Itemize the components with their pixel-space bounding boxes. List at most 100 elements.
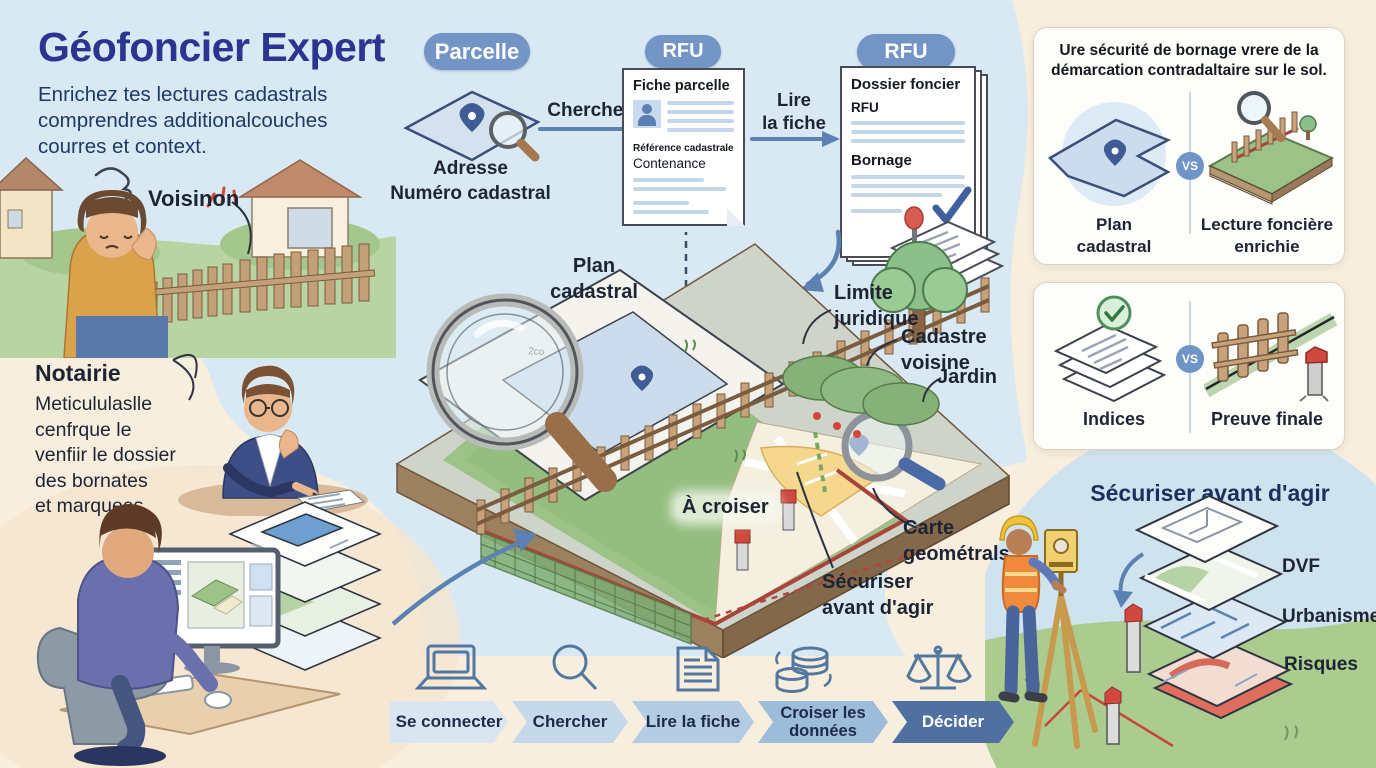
voisine-line: voisine xyxy=(901,352,970,374)
lire-arrow xyxy=(750,131,840,147)
page-corner-fold xyxy=(727,208,745,226)
step-chercher: Chercher xyxy=(512,701,628,743)
house-left xyxy=(0,156,64,259)
isometric-land-scene: 2co xyxy=(391,232,1011,658)
fiche-field-contenance: Contenance xyxy=(633,156,706,171)
mesh-fence xyxy=(480,530,692,646)
parcelle-badge: Parcelle xyxy=(424,33,530,70)
subtitle-line: Enrichez tes lectures cadastrals xyxy=(38,83,328,106)
process-steps: Se connecter Chercher Lire la fiche Croi… xyxy=(390,701,1014,743)
limite-juridique-label: Limite juridique xyxy=(834,280,918,332)
layer-label-urbanisme: Urbanisme xyxy=(1282,606,1376,627)
adresse-line: Adresse xyxy=(433,158,508,179)
indices-icon xyxy=(1053,295,1167,403)
computer-user xyxy=(36,504,218,766)
chercher-label: Chercher xyxy=(547,100,631,121)
jardin-label: Jardin xyxy=(937,366,998,388)
scales-icon xyxy=(906,645,972,690)
notary-heading: Notairie xyxy=(35,360,121,386)
dossier-item-bornage: Bornage xyxy=(851,152,912,169)
rfu-badge-1: RFU xyxy=(645,35,721,68)
layer-label-dvf: DVF xyxy=(1282,556,1320,577)
process-icons-row xyxy=(414,644,972,693)
avatar xyxy=(633,100,661,128)
rfu-badge-2: RFU xyxy=(857,34,955,70)
notary-line: des bornates xyxy=(35,469,148,492)
plan-line: cadastral xyxy=(550,281,638,303)
dizzy-swirl-icon xyxy=(94,167,132,201)
securiser-line: avant d'agir xyxy=(822,597,934,619)
magnifier-icon xyxy=(489,111,527,149)
neighbor-scene xyxy=(0,156,396,358)
panel2-left-label: Indices xyxy=(1082,409,1146,429)
securiser-scene-label: Sécuriser avant d'agir xyxy=(822,569,933,621)
mouse xyxy=(204,691,232,709)
compare-panel-preuve: VS Indices Preuve finale xyxy=(1033,282,1345,450)
surveyor xyxy=(998,515,1098,749)
compare-panel-bornage: Ure sécurité de bornage vrere de la déma… xyxy=(1033,27,1345,265)
carte-line: Carte xyxy=(903,517,955,539)
lire-line: la fiche xyxy=(762,112,826,133)
panel1-heading-line: Ure sécurité de bornage vrere de la xyxy=(1059,42,1319,59)
lecture-enrichie-icon xyxy=(1207,91,1335,205)
limite-line: juridique xyxy=(834,308,919,330)
fiche-title: Fiche parcelle xyxy=(633,78,730,94)
red-pin-icon xyxy=(904,206,924,242)
plan-cadastral-label: Plan cadastral xyxy=(538,253,650,305)
mini-tree-icon xyxy=(1299,115,1317,133)
step-se-connecter: Se connecter xyxy=(390,701,508,743)
limite-line: Limite xyxy=(834,282,893,304)
database-icon xyxy=(775,646,832,693)
neighbor-label: Voisinon xyxy=(148,186,240,211)
house-right xyxy=(237,159,363,258)
step-croiser-les-donnees: Croiser les données xyxy=(758,701,888,743)
notary-illustration xyxy=(172,354,368,516)
dossier-to-scene-arrow xyxy=(800,229,842,292)
lire-line: Lire xyxy=(777,89,811,110)
notary-pointer xyxy=(172,354,198,379)
computer-scene xyxy=(36,501,382,766)
panel1-left-line: Plan xyxy=(1096,215,1132,234)
dashed-red-line xyxy=(702,548,926,622)
panel1-right-line: Lecture foncière xyxy=(1200,215,1334,234)
panel1-right-line: enrichie xyxy=(1234,237,1300,256)
fiche-parcelle-card: Fiche parcelle Référence cadastrale Cont… xyxy=(622,68,745,226)
vs-badge-2: VS xyxy=(1176,345,1204,373)
cadastre-voisine-label: Cadastre voisine xyxy=(901,324,987,376)
adresse-line: Numéro cadastral xyxy=(390,183,551,204)
hedge xyxy=(782,355,940,438)
search-icon xyxy=(552,644,598,691)
vs-badge-1: VS xyxy=(1176,152,1204,180)
checkmark-icon xyxy=(932,186,972,224)
laptop-icon xyxy=(414,644,488,690)
worried-woman xyxy=(63,167,168,358)
tripod-icon xyxy=(1032,593,1098,749)
plan-cadastral-icon xyxy=(1047,102,1172,206)
alert-marks-icon xyxy=(206,186,238,208)
parcel-search-icon xyxy=(403,90,541,162)
boundary-markers xyxy=(734,489,797,571)
subtitle-line: courres et context. xyxy=(38,135,207,158)
check-circle-icon xyxy=(1096,295,1132,331)
notary-line: venfiir le dossier xyxy=(35,444,176,466)
notary-line: cenfrque le xyxy=(35,418,132,441)
page-subtitle: Enrichez tes lectures cadastrals compren… xyxy=(38,82,327,160)
layer-label-risques: Risques xyxy=(1284,654,1358,675)
fiche-field-ref: Référence cadastrale xyxy=(633,143,734,154)
a-croiser-label: À croiser xyxy=(676,496,775,519)
data-layers-stack xyxy=(1134,494,1294,720)
page-title: Géofoncier Expert xyxy=(38,24,385,70)
step-lire-la-fiche: Lire la fiche xyxy=(632,701,754,743)
carte-geometrals-label: Carte geométrals xyxy=(903,515,1010,567)
ground-markers xyxy=(1104,603,1143,745)
scene-entry-arrow xyxy=(391,539,522,626)
notary-man xyxy=(222,365,326,502)
dossier-item-rfu: RFU xyxy=(851,100,879,115)
panel1-left-label: Plan cadastral xyxy=(1044,214,1184,258)
panel1-heading: Ure sécurité de bornage vrere de la déma… xyxy=(1034,41,1344,81)
ground-red-line xyxy=(1044,688,1174,748)
plan-line: Plan xyxy=(572,255,616,277)
panel1-left-line: cadastral xyxy=(1076,237,1152,256)
panel2-right-label: Preuve finale xyxy=(1210,409,1324,429)
